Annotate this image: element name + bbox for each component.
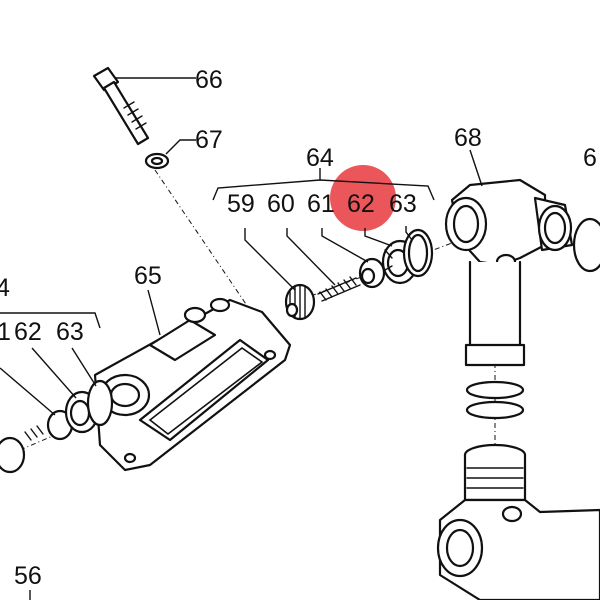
- gear-59: [244, 228, 316, 321]
- label-1-cut: 1: [0, 318, 11, 346]
- spring-60: [286, 228, 361, 302]
- label-59: 59: [227, 190, 255, 218]
- left-valve-parts: [0, 347, 114, 474]
- label-64: 64: [306, 144, 334, 172]
- o-ring-63: [402, 226, 434, 278]
- label-65: 65: [134, 262, 162, 290]
- label-62: 62: [347, 190, 375, 218]
- label-63-left: 63: [56, 318, 84, 346]
- label-61: 61: [307, 190, 335, 218]
- label-4-cut: 4: [0, 274, 10, 302]
- label-63: 63: [389, 190, 417, 218]
- valve-housing-65: [93, 289, 292, 472]
- o-rings: [465, 380, 525, 420]
- label-60: 60: [267, 190, 295, 218]
- left-group-bracket: [0, 312, 101, 329]
- washer-67: [144, 139, 196, 170]
- label-6-cut: 6: [583, 144, 597, 172]
- bolt-66: [92, 66, 196, 146]
- manifold-68: [444, 149, 600, 367]
- label-56: 56: [14, 562, 42, 590]
- label-68: 68: [454, 124, 482, 152]
- label-66: 66: [195, 66, 223, 94]
- poppet-61: [321, 228, 386, 289]
- lower-tee-fitting: [436, 443, 600, 600]
- label-67: 67: [195, 126, 223, 154]
- label-62-left: 62: [14, 318, 42, 346]
- group-64-bracket: [212, 168, 435, 201]
